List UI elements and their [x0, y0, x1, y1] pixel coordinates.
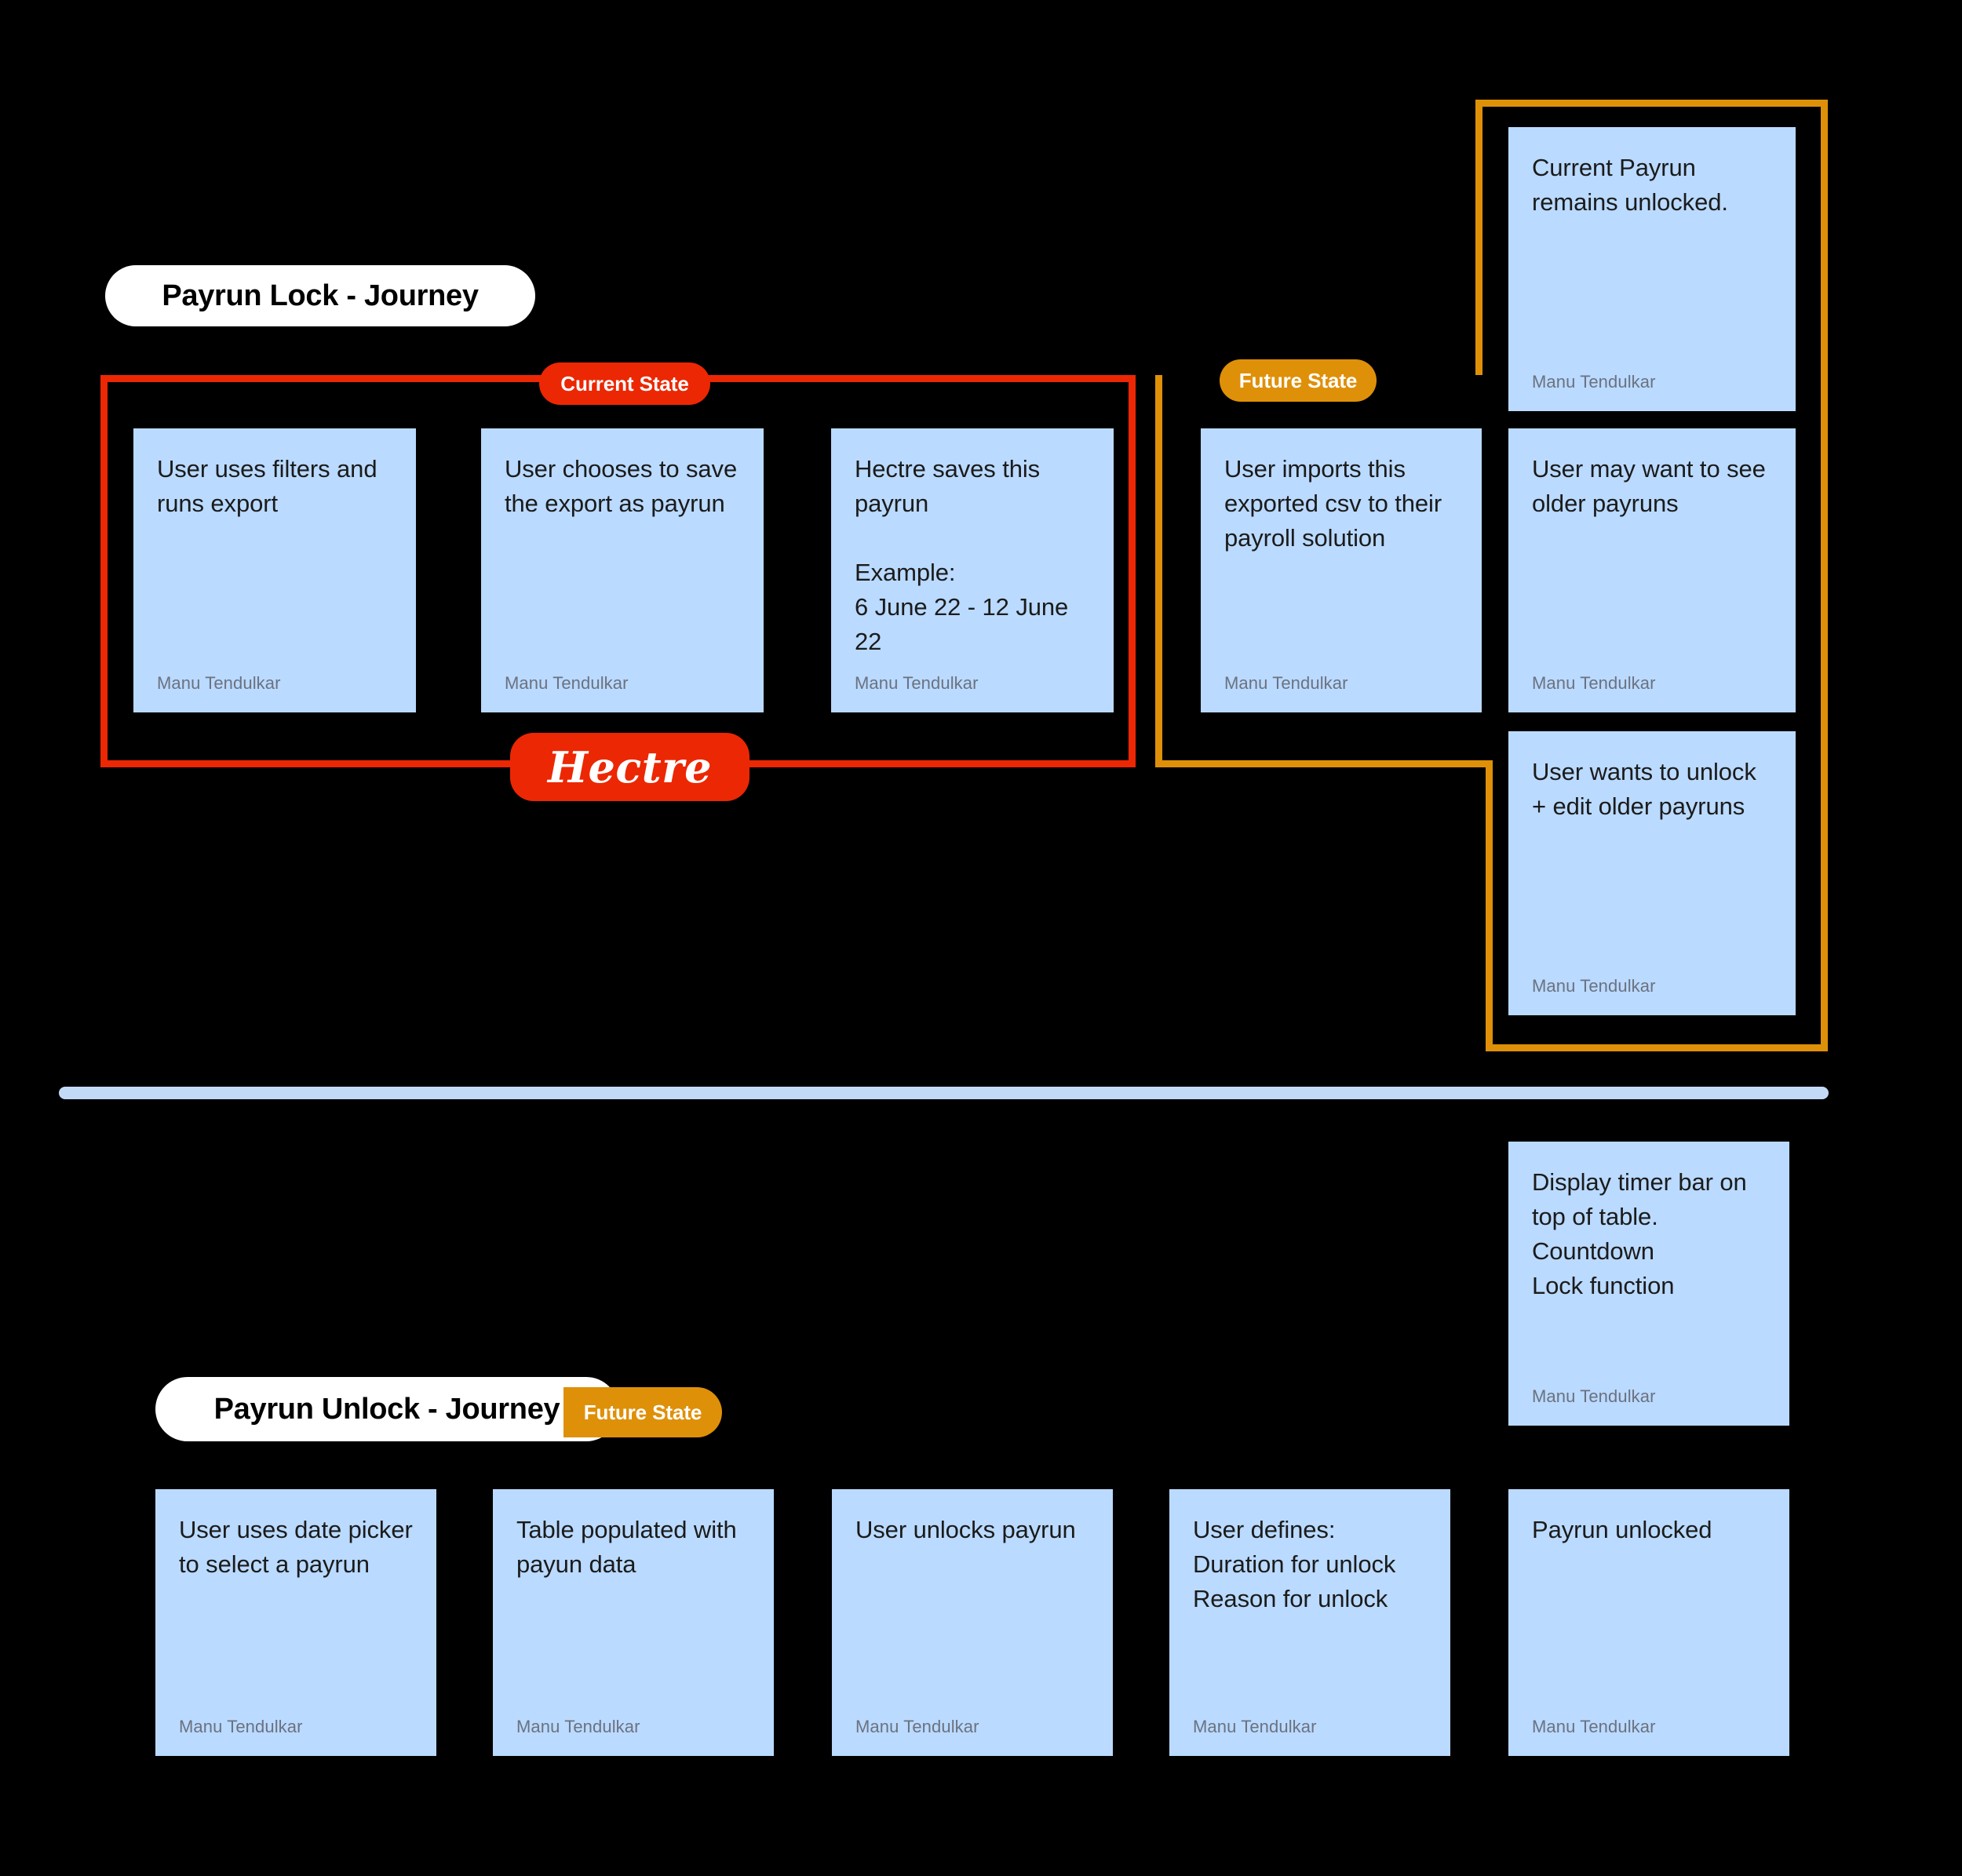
card-author: Manu Tendulkar: [855, 1716, 979, 1736]
card-unlock-3[interactable]: User unlocks payrun Manu Tendulkar: [832, 1489, 1113, 1756]
future-state-frame-lower-left-edge: [1486, 760, 1493, 1051]
card-text: User defines: Duration for unlock Reason…: [1193, 1516, 1396, 1613]
card-author: Manu Tendulkar: [1193, 1716, 1317, 1736]
card-text: User uses filters and runs export: [157, 455, 377, 518]
future-state-frame-bottom-leg: [1155, 760, 1493, 767]
card-text: Hectre saves this payrun Example: 6 June…: [855, 455, 1069, 656]
future-state-badge-label: Future State: [1238, 368, 1358, 392]
card-author: Manu Tendulkar: [516, 1716, 640, 1736]
future-state-frame-riser: [1475, 100, 1482, 375]
card-lock-future-unlock-edit[interactable]: User wants to unlock + edit older payrun…: [1508, 731, 1796, 1015]
payrun-lock-journey-title: Payrun Lock - Journey: [105, 265, 535, 326]
page-title: Payrun Lock - Journey: [162, 279, 479, 312]
card-text: User chooses to save the export as payru…: [505, 455, 738, 518]
card-author: Manu Tendulkar: [1224, 672, 1348, 693]
future-state-frame-top-edge: [1475, 100, 1828, 107]
hectre-logo-text: Hectre: [547, 741, 712, 792]
card-text: Table populated with payun data: [516, 1516, 737, 1579]
card-text: Display timer bar on top of table. Count…: [1532, 1168, 1747, 1300]
hectre-brand-pill: Hectre: [510, 733, 749, 801]
card-author: Manu Tendulkar: [505, 672, 629, 693]
card-text: User imports this exported csv to their …: [1224, 455, 1442, 552]
card-unlock-timer-note[interactable]: Display timer bar on top of table. Count…: [1508, 1142, 1789, 1426]
future-state-frame-left-leg: [1155, 375, 1162, 767]
current-state-badge: Current State: [539, 362, 710, 405]
card-lock-current-1[interactable]: User uses filters and runs export Manu T…: [133, 428, 416, 712]
card-unlock-4[interactable]: User defines: Duration for unlock Reason…: [1169, 1489, 1450, 1756]
card-lock-future-older-payruns[interactable]: User may want to see older payruns Manu …: [1508, 428, 1796, 712]
card-author: Manu Tendulkar: [1532, 371, 1656, 392]
card-unlock-2[interactable]: Table populated with payun data Manu Ten…: [493, 1489, 774, 1756]
card-author: Manu Tendulkar: [179, 1716, 303, 1736]
page-title: Payrun Unlock - Journey: [213, 1392, 560, 1426]
card-text: User unlocks payrun: [855, 1516, 1076, 1543]
unlock-future-state-badge: Future State: [563, 1387, 722, 1437]
payrun-unlock-journey-title: Payrun Unlock - Journey: [155, 1377, 618, 1441]
unlock-future-state-badge-label: Future State: [583, 1400, 702, 1424]
card-author: Manu Tendulkar: [1532, 672, 1656, 693]
card-unlock-5[interactable]: Payrun unlocked Manu Tendulkar: [1508, 1489, 1789, 1756]
card-author: Manu Tendulkar: [1532, 975, 1656, 996]
future-state-frame-bottom-edge: [1486, 1044, 1828, 1051]
card-unlock-1[interactable]: User uses date picker to select a payrun…: [155, 1489, 436, 1756]
future-state-frame-right-edge: [1821, 100, 1828, 1051]
card-author: Manu Tendulkar: [1532, 1716, 1656, 1736]
card-lock-future-import-csv[interactable]: User imports this exported csv to their …: [1201, 428, 1482, 712]
card-text: User wants to unlock + edit older payrun…: [1532, 758, 1756, 821]
section-divider: [59, 1087, 1829, 1099]
card-author: Manu Tendulkar: [1532, 1386, 1656, 1406]
card-text: User uses date picker to select a payrun: [179, 1516, 413, 1579]
card-author: Manu Tendulkar: [157, 672, 281, 693]
future-state-badge: Future State: [1220, 359, 1377, 402]
card-text: User may want to see older payruns: [1532, 455, 1766, 518]
card-author: Manu Tendulkar: [855, 672, 979, 693]
card-text: Current Payrun remains unlocked.: [1532, 154, 1728, 217]
card-text: Payrun unlocked: [1532, 1516, 1712, 1543]
current-state-badge-label: Current State: [560, 371, 689, 395]
card-lock-current-2[interactable]: User chooses to save the export as payru…: [481, 428, 764, 712]
card-lock-future-current-payrun-unlocked[interactable]: Current Payrun remains unlocked. Manu Te…: [1508, 127, 1796, 411]
card-lock-current-3[interactable]: Hectre saves this payrun Example: 6 June…: [831, 428, 1114, 712]
